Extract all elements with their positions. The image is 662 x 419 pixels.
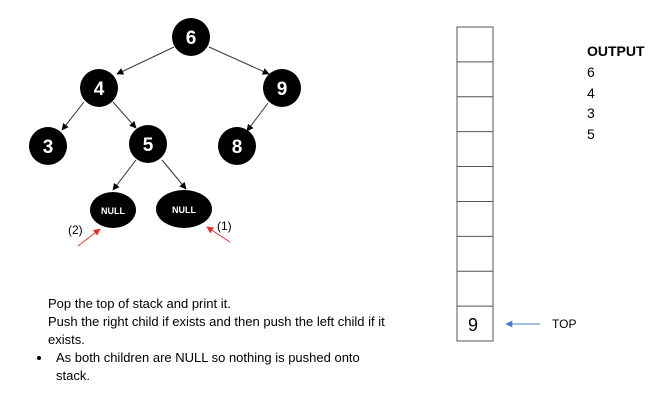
- output-item: 4: [587, 85, 595, 101]
- node-label: 6: [186, 28, 197, 49]
- tree-node-8: 8: [218, 127, 256, 165]
- node-label: 9: [277, 79, 288, 100]
- null-label: NULL: [172, 205, 196, 215]
- annotation-label: (1): [217, 219, 232, 233]
- annotation-left: (2): [68, 223, 101, 247]
- edge-5-null-right: [161, 159, 187, 190]
- note-bullets: As both children are NULL so nothing is …: [30, 349, 390, 385]
- null-ellipse: [90, 192, 136, 228]
- output-item: 6: [587, 64, 595, 80]
- null-label: NULL: [101, 206, 125, 216]
- output-title: OUTPUT: [587, 43, 645, 59]
- explanation-notes: Pop the top of stack and print it. Push …: [30, 295, 390, 385]
- null-ellipse: [156, 190, 212, 228]
- tree-node-4: 4: [80, 69, 118, 107]
- tree-node-9: 9: [263, 69, 301, 107]
- node-circle: [263, 69, 301, 107]
- annotation-label: (2): [68, 223, 83, 237]
- note-line-push: Push the right child if exists and then …: [48, 314, 385, 347]
- tree-node-6: 6: [172, 18, 210, 56]
- node-label: 8: [232, 137, 243, 158]
- red-arrow-right: [206, 226, 231, 243]
- tree-edges: [61, 46, 270, 191]
- edge-9-8: [246, 102, 269, 132]
- stack-outline: [456, 26, 494, 342]
- node-circle: [29, 127, 67, 165]
- annotation-right: (1): [206, 219, 232, 243]
- node-label: 3: [43, 137, 54, 158]
- edge-6-4: [116, 46, 175, 75]
- stack-dividers: [457, 61, 493, 307]
- edge-5-null-left: [112, 159, 137, 191]
- node-label: 4: [94, 79, 105, 100]
- output-item: 3: [587, 105, 595, 121]
- stack-top-item: 9: [468, 315, 478, 335]
- top-label: TOP: [552, 317, 576, 331]
- output-panel: OUTPUT 6 4 3 5: [587, 43, 645, 142]
- null-node-right: NULL: [156, 190, 212, 228]
- node-circle: [172, 18, 210, 56]
- tree-node-3: 3: [29, 127, 67, 165]
- node-label: 5: [143, 135, 154, 156]
- node-circle: [80, 69, 118, 107]
- edge-6-9: [208, 46, 270, 75]
- edge-4-3: [61, 101, 85, 131]
- note-line-pop: Pop the top of stack and print it.: [48, 296, 231, 311]
- note-bullet-null: As both children are NULL so nothing is …: [52, 349, 390, 385]
- stack: 9: [456, 26, 494, 342]
- node-circle: [129, 125, 167, 163]
- node-circle: [218, 127, 256, 165]
- red-arrow-left: [77, 228, 101, 247]
- tree-node-5: 5: [129, 125, 167, 163]
- edge-4-5: [112, 101, 137, 129]
- stack-top-pointer: TOP: [505, 317, 576, 331]
- null-node-left: NULL: [90, 192, 136, 228]
- output-item: 5: [587, 126, 595, 142]
